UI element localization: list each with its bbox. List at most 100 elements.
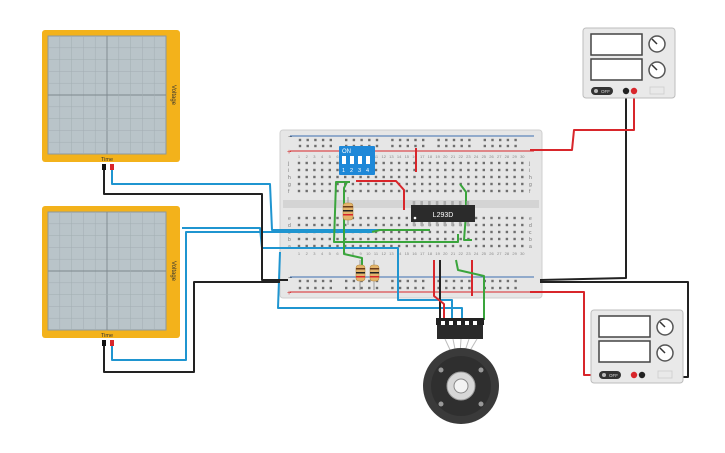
breadboard-hole[interactable]: [390, 182, 393, 186]
breadboard-hole[interactable]: [444, 230, 447, 234]
rail-hole[interactable]: [345, 138, 348, 142]
wire-red-dip-to-ic[interactable]: [356, 180, 405, 210]
breadboard-hole[interactable]: [382, 223, 385, 227]
breadboard-hole[interactable]: [474, 189, 478, 193]
breadboard-hole[interactable]: [336, 223, 339, 227]
breadboard-hole[interactable]: [405, 161, 408, 165]
breadboard-hole[interactable]: [490, 230, 493, 234]
breadboard-hole[interactable]: [451, 230, 455, 234]
breadboard-hole[interactable]: [374, 237, 378, 241]
breadboard-hole[interactable]: [413, 182, 416, 186]
breadboard-hole[interactable]: [413, 168, 416, 172]
breadboard-hole[interactable]: [451, 189, 455, 193]
breadboard-hole[interactable]: [421, 189, 424, 193]
breadboard-hole[interactable]: [474, 216, 478, 220]
rail-hole[interactable]: [491, 279, 494, 283]
rail-hole[interactable]: [391, 286, 394, 290]
rail-hole[interactable]: [452, 286, 456, 290]
wire-green-motor-lead[interactable]: [455, 259, 485, 320]
breadboard-hole[interactable]: [521, 230, 524, 234]
breadboard-hole[interactable]: [459, 168, 462, 172]
breadboard-hole[interactable]: [421, 182, 424, 186]
breadboard-hole[interactable]: [474, 237, 478, 241]
breadboard-hole[interactable]: [405, 237, 408, 241]
wire-blue-scope-top-to-motor[interactable]: [182, 227, 453, 320]
breadboard-hole[interactable]: [313, 168, 316, 172]
breadboard-hole[interactable]: [498, 237, 501, 241]
rail-hole[interactable]: [398, 138, 402, 142]
oscilloscope-top-terminal-red[interactable]: [110, 164, 114, 170]
breadboard-hole[interactable]: [297, 168, 301, 172]
breadboard-hole[interactable]: [405, 244, 408, 248]
breadboard-hole[interactable]: [421, 168, 424, 172]
breadboard-hole[interactable]: [467, 168, 470, 172]
breadboard-hole[interactable]: [505, 223, 509, 227]
breadboard-hole[interactable]: [382, 182, 385, 186]
rail-hole[interactable]: [491, 286, 494, 290]
rail-hole[interactable]: [499, 279, 502, 283]
rail-hole[interactable]: [499, 144, 502, 148]
oscilloscope-top-terminal-black[interactable]: [102, 164, 106, 170]
breadboard-hole[interactable]: [336, 237, 339, 241]
breadboard-hole[interactable]: [328, 175, 331, 179]
rail-hole[interactable]: [422, 144, 425, 148]
breadboard-hole[interactable]: [351, 182, 355, 186]
breadboard-hole[interactable]: [367, 189, 370, 193]
rail-hole[interactable]: [445, 279, 448, 283]
rail-hole[interactable]: [452, 279, 456, 283]
breadboard-hole[interactable]: [328, 168, 331, 172]
breadboard-hole[interactable]: [374, 168, 378, 172]
breadboard-hole[interactable]: [297, 244, 301, 248]
breadboard-hole[interactable]: [436, 244, 439, 248]
rail-hole[interactable]: [468, 138, 471, 142]
rail-hole[interactable]: [406, 144, 409, 148]
breadboard-hole[interactable]: [505, 189, 509, 193]
rail-hole[interactable]: [499, 138, 502, 142]
rail-hole[interactable]: [406, 286, 409, 290]
breadboard-hole[interactable]: [490, 161, 493, 165]
rail-hole[interactable]: [514, 138, 517, 142]
breadboard-hole[interactable]: [513, 244, 516, 248]
breadboard-hole[interactable]: [474, 230, 478, 234]
breadboard-hole[interactable]: [305, 161, 308, 165]
breadboard-hole[interactable]: [336, 175, 339, 179]
dip-switch[interactable]: ON 1 2 3 4: [339, 146, 375, 175]
breadboard-hole[interactable]: [320, 223, 324, 227]
breadboard-hole[interactable]: [444, 237, 447, 241]
breadboard-hole[interactable]: [467, 230, 470, 234]
breadboard-hole[interactable]: [305, 175, 308, 179]
breadboard-hole[interactable]: [344, 223, 347, 227]
rail-hole[interactable]: [414, 138, 417, 142]
breadboard-hole[interactable]: [374, 161, 378, 165]
wire-black-scope-top-ground[interactable]: [103, 170, 288, 281]
breadboard-hole[interactable]: [505, 175, 509, 179]
breadboard-hole[interactable]: [421, 175, 424, 179]
rail-hole[interactable]: [398, 279, 402, 283]
breadboard-hole[interactable]: [305, 237, 308, 241]
breadboard-hole[interactable]: [382, 230, 385, 234]
breadboard-hole[interactable]: [328, 223, 331, 227]
dip-switch-toggle-1[interactable]: [342, 156, 346, 164]
breadboard-hole[interactable]: [428, 244, 432, 248]
breadboard-hole[interactable]: [390, 237, 393, 241]
breadboard-hole[interactable]: [336, 189, 339, 193]
breadboard-hole[interactable]: [467, 161, 470, 165]
resistors[interactable]: [342, 197, 380, 290]
breadboard-hole[interactable]: [490, 244, 493, 248]
breadboard-hole[interactable]: [351, 223, 355, 227]
breadboard-hole[interactable]: [436, 189, 439, 193]
breadboard-hole[interactable]: [444, 182, 447, 186]
breadboard-hole[interactable]: [421, 237, 424, 241]
wire-red-motor-lead[interactable]: [433, 260, 445, 320]
rail-hole[interactable]: [391, 138, 394, 142]
breadboard-hole[interactable]: [359, 175, 362, 179]
breadboard-hole[interactable]: [374, 189, 378, 193]
breadboard-hole[interactable]: [436, 161, 439, 165]
breadboard-hole[interactable]: [451, 161, 455, 165]
breadboard-hole[interactable]: [328, 237, 331, 241]
rail-hole[interactable]: [329, 138, 332, 142]
breadboard-hole[interactable]: [459, 237, 462, 241]
breadboard-hole[interactable]: [513, 182, 516, 186]
breadboard-hole[interactable]: [397, 237, 401, 241]
